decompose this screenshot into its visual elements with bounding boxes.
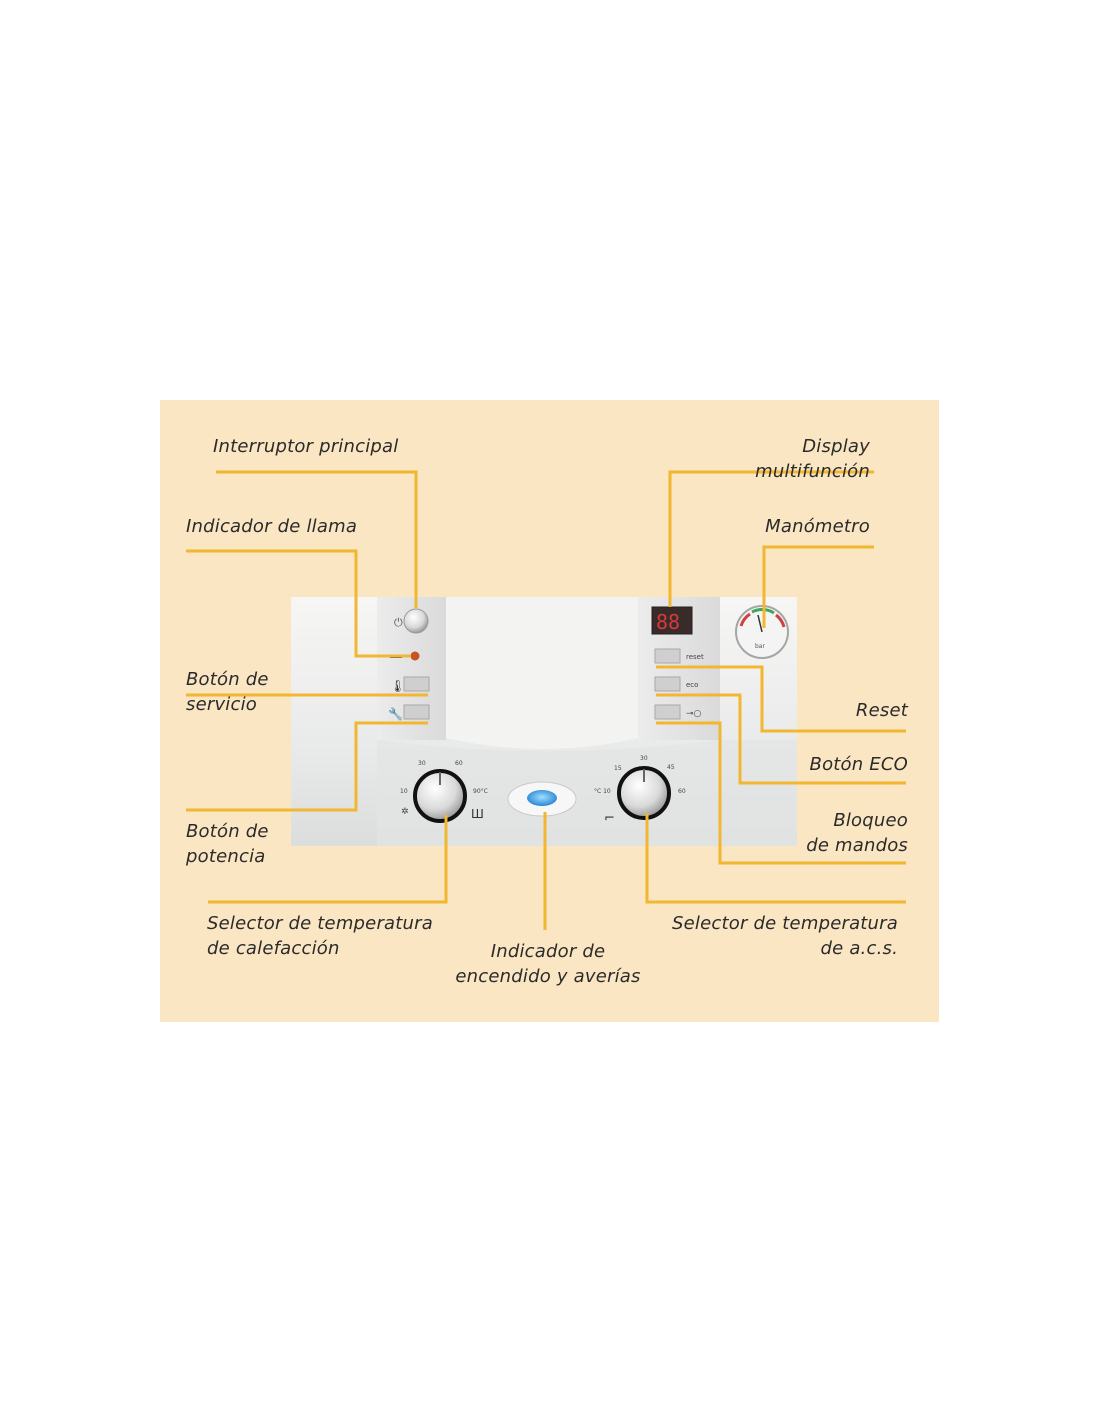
left-control-strip: [377, 597, 446, 740]
display-digits: 88: [656, 610, 680, 634]
dhw-dial-tick: 30: [640, 755, 648, 762]
heating-dial-tick: 90°C: [473, 788, 488, 795]
label-interruptor-principal: Interruptor principal: [213, 436, 399, 457]
dhw-dial-tick: °C 10: [594, 788, 611, 795]
frost-icon: ✲: [401, 807, 409, 817]
dhw-temperature-dial[interactable]: [617, 766, 671, 820]
label-boton-potencia: Botón de potencia: [186, 821, 269, 867]
label-selector-acs: Selector de temperatura de a.c.s.: [672, 913, 898, 959]
leader-potencia: [186, 721, 428, 812]
dhw-dial-tick: 15: [614, 765, 622, 772]
tap-icon: ⌐: [604, 811, 615, 826]
thermometer-icon: 🌡: [390, 679, 405, 693]
eco-button-label: eco: [686, 681, 698, 689]
label-indicador-llama: Indicador de llama: [186, 516, 358, 537]
leader-sel-acs: [645, 813, 906, 904]
leader-manometro: [762, 545, 874, 628]
label-reset: Reset: [855, 700, 908, 721]
gauge-unit: bar: [755, 643, 765, 650]
lower-fascia: [377, 740, 797, 846]
label-indicador-encendido: Indicador de encendido y averías: [455, 941, 641, 987]
gauge-red-zone-high: [775, 613, 786, 628]
lock-button[interactable]: [654, 704, 681, 720]
label-selector-calefaccion: Selector de temperatura de calefacción: [207, 913, 433, 959]
label-display-multifuncion: Display multifunción: [755, 436, 870, 482]
eco-button[interactable]: [654, 676, 681, 692]
leader-interruptor: [216, 470, 418, 608]
dhw-dial-tick: 60: [678, 788, 686, 795]
leader-lines: [186, 470, 906, 930]
multifunction-display: [651, 606, 693, 635]
heating-dial-tick: 60: [455, 760, 463, 767]
gauge-needle: [757, 614, 763, 633]
leader-eco: [656, 693, 906, 785]
label-boton-servicio: Botón de servicio: [186, 669, 269, 715]
main-switch-knob[interactable]: [403, 608, 429, 634]
flame-indicator-led: [410, 651, 420, 661]
key-icon: ⊸○: [686, 709, 702, 719]
center-cover: [446, 597, 638, 749]
reset-button-label: reset: [686, 653, 704, 661]
power-button[interactable]: [403, 704, 430, 720]
radiator-icon: Ш: [471, 807, 484, 821]
power-indicator-light: [527, 790, 557, 806]
label-manometro: Manómetro: [765, 516, 870, 537]
leader-llama: [186, 549, 410, 658]
label-boton-eco: Botón ECO: [809, 754, 908, 775]
power-icon: ⏻: [394, 616, 403, 629]
label-bloqueo-mandos: Bloqueo de mandos: [806, 810, 908, 856]
leader-bloqueo: [656, 721, 906, 865]
wrench-icon: 🔧: [388, 706, 403, 721]
heating-dial-tick: 10: [400, 788, 408, 795]
reset-button[interactable]: [654, 648, 681, 664]
heating-temperature-dial[interactable]: [413, 769, 467, 823]
dhw-dial-tick: 45: [667, 764, 675, 771]
service-button[interactable]: [403, 676, 430, 692]
leader-sel-calefaccion: [208, 815, 448, 904]
heating-dial-tick: 30: [418, 760, 426, 767]
leader-reset: [656, 665, 906, 733]
leader-display: [668, 470, 874, 607]
gauge-red-zone: [739, 612, 751, 627]
